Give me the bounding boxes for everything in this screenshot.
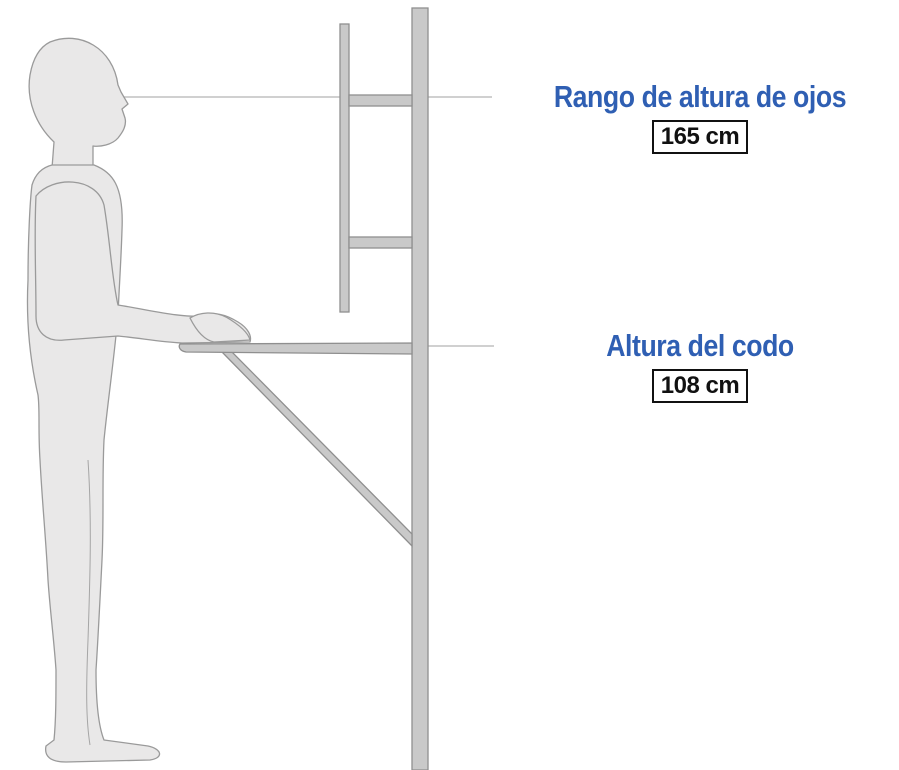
wall-post	[411, 7, 429, 770]
monitor-bracket-lower	[348, 236, 413, 249]
elbow-height-title: Altura del codo	[606, 328, 794, 363]
head-shape	[28, 37, 129, 169]
monitor-panel	[339, 23, 350, 313]
desk-support-strut	[220, 351, 413, 548]
eye-height-title: Rango de altura de ojos	[553, 79, 847, 114]
arm-shape	[34, 181, 252, 344]
monitor-bracket-upper	[348, 94, 413, 107]
elbow-height-value: 108 cm	[651, 369, 749, 403]
human-figure	[26, 37, 252, 763]
desk-surface	[178, 342, 413, 355]
hand-shape	[189, 312, 251, 343]
eye-height-value: 165 cm	[651, 120, 749, 154]
elbow-height-label: Altura del codo 108 cm	[500, 327, 899, 403]
eye-height-label: Rango de altura de ojos 165 cm	[500, 78, 899, 154]
leg-contour	[86, 459, 91, 746]
